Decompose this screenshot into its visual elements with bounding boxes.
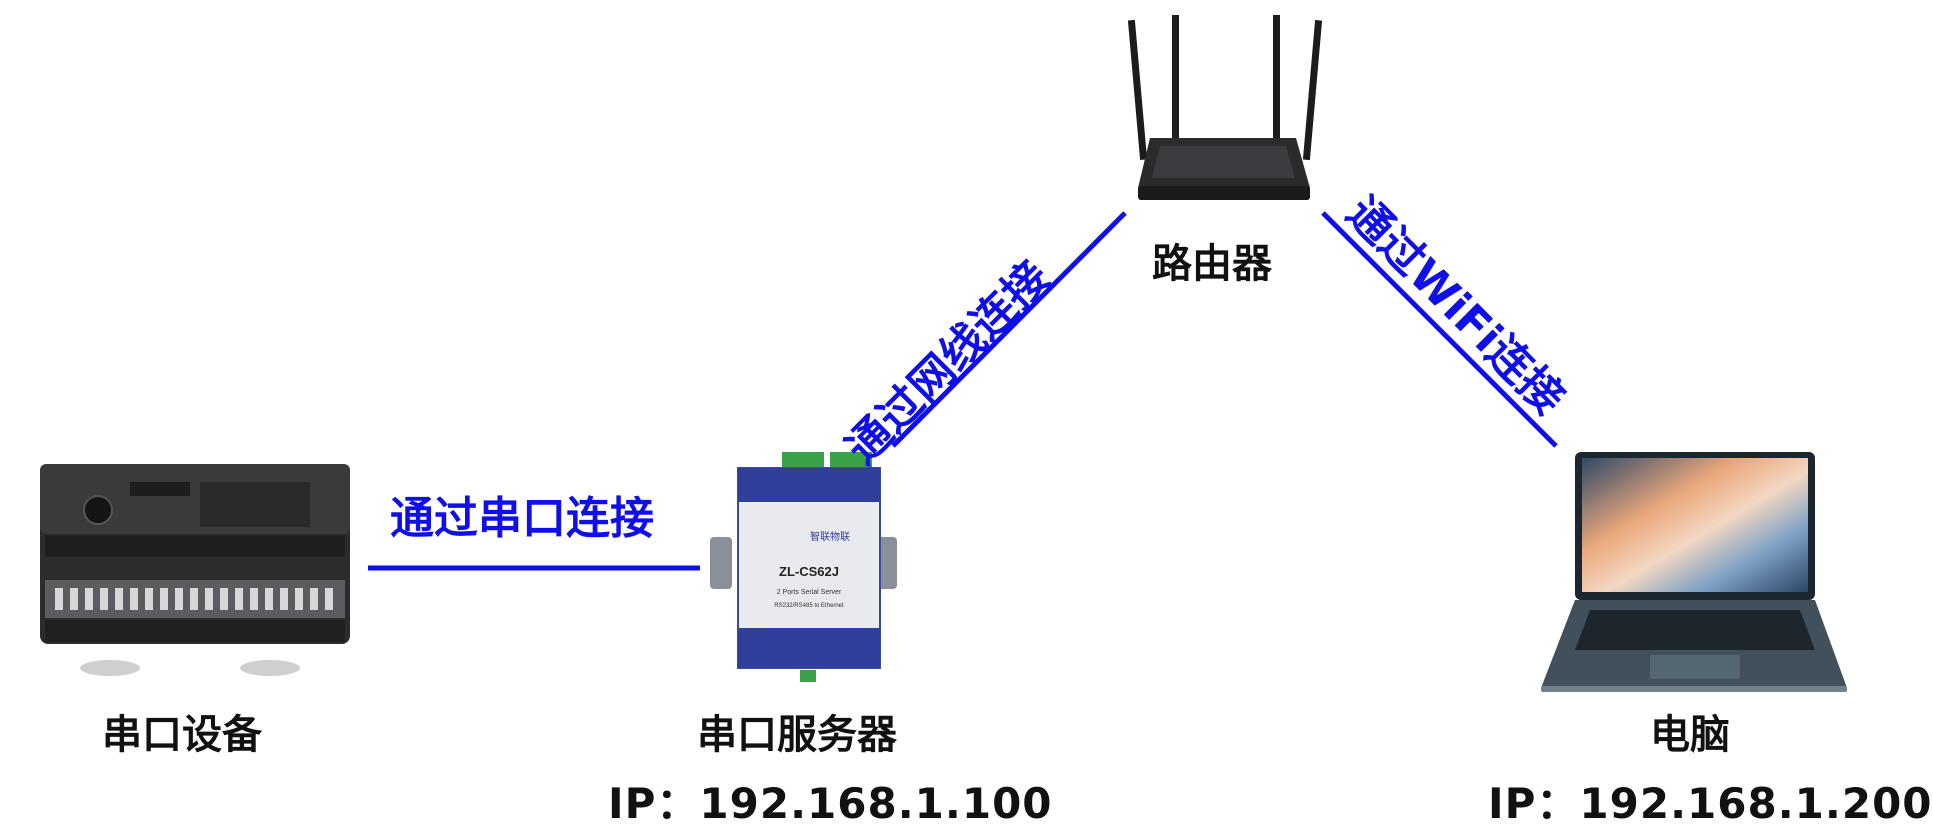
- server-sub2-text: RS232/RS485 to Ethernet: [774, 603, 844, 609]
- ethernet-connection-line: [891, 211, 1127, 448]
- wifi-connection-line: [1321, 211, 1558, 448]
- server-model-text: ZL-CS62J: [779, 564, 839, 579]
- server-subtitle-text: 2 Ports Serial Server: [777, 589, 842, 596]
- serial-server-label: 串口服务器: [697, 712, 897, 758]
- router-label: 路由器: [1152, 241, 1272, 287]
- server-brand-text: 智联物联: [810, 530, 850, 543]
- serial-server-ip: IP：192.168.1.100: [608, 779, 1053, 828]
- computer-label: 电脑: [1650, 712, 1730, 758]
- serial-device-label: 串口设备: [102, 712, 262, 758]
- serial-connection-label: 通过串口连接: [390, 493, 654, 544]
- computer-ip: IP：192.168.1.200: [1488, 779, 1933, 828]
